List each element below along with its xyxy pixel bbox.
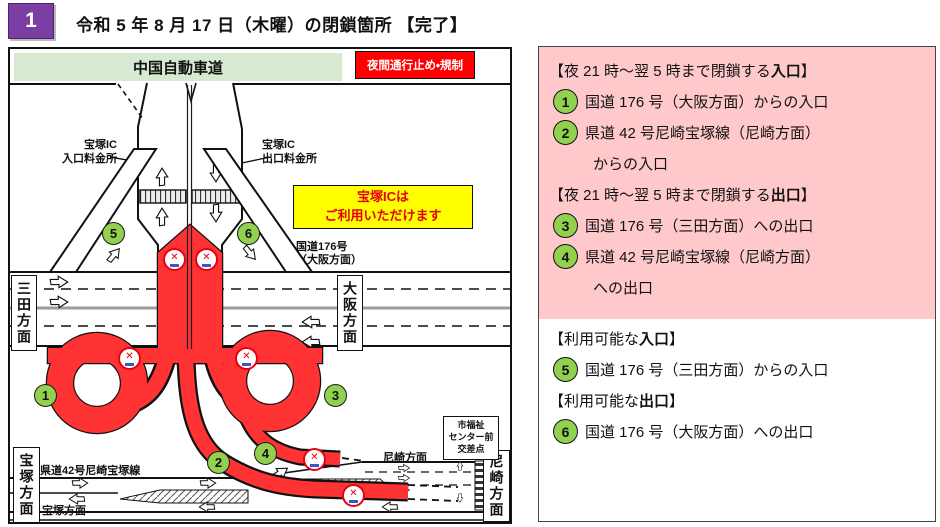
map-marker-5: 5 bbox=[102, 222, 125, 245]
legend-badge-1: 1 bbox=[553, 89, 578, 114]
page-number-badge: 1 bbox=[8, 3, 54, 39]
toll-exit-label: 宝塚IC 出口料金所 bbox=[262, 139, 354, 167]
night-closure-badge: 夜間通行止め・規制 bbox=[355, 51, 475, 79]
toll-exit-label-line2: 出口料金所 bbox=[262, 152, 317, 165]
intersection-box-line3: 交差点 bbox=[457, 443, 485, 454]
legend-badge-5: 5 bbox=[553, 357, 578, 382]
map-marker-6: 6 bbox=[237, 222, 260, 245]
legend-item-6-text: 国道 176 号（大阪方面）への出口 bbox=[585, 424, 814, 441]
direction-box-takarazuka: 宝塚方面 bbox=[13, 447, 40, 523]
legend-heading-available-exits: 【利用可能な出口】 bbox=[549, 385, 925, 416]
legend-heading-closed-entrances: 【夜 21 時～翌 5 時まで閉鎖する入口】 bbox=[549, 55, 925, 86]
kendo42-label: 県道42号尼崎宝塚線 bbox=[40, 465, 141, 477]
legend-item-1-text: 国道 176 号（大阪方面）からの入口 bbox=[585, 94, 829, 111]
intersection-box-line1: 市福祉 bbox=[457, 420, 485, 431]
route176-label-line1: 国道176号 bbox=[296, 241, 348, 253]
no-entry-x: ✕ bbox=[349, 488, 358, 499]
legend-item-4: 4 県道 42 号尼崎宝塚線（尼崎方面） bbox=[549, 241, 925, 272]
toll-entrance-label-line2: 入口料金所 bbox=[62, 152, 117, 165]
no-entry-icon: ✕ bbox=[163, 248, 186, 271]
takarazuka-direction-label: 宝塚方面 bbox=[42, 505, 86, 517]
toll-entrance-label: 宝塚IC 入口料金所 bbox=[25, 139, 117, 167]
ramp6-direction-arrow bbox=[240, 242, 260, 264]
heading-prefix: 【夜 21 時～翌 5 時まで閉鎖する bbox=[549, 187, 771, 204]
no-entry-icon: ✕ bbox=[118, 347, 141, 370]
map-marker-3: 3 bbox=[324, 384, 347, 407]
map-marker-1: 1 bbox=[34, 384, 57, 407]
heading-suffix: 】 bbox=[800, 187, 816, 204]
heading-suffix: 】 bbox=[669, 393, 685, 410]
no-entry-x: ✕ bbox=[125, 351, 134, 362]
no-entry-x: ✕ bbox=[170, 252, 179, 263]
expressway-banner: 中国自動車道 bbox=[14, 53, 342, 81]
legend-item-3-text: 国道 176 号（三田方面）への出口 bbox=[585, 218, 814, 235]
heading-bold: 入口 bbox=[639, 331, 670, 348]
no-entry-x: ✕ bbox=[242, 351, 251, 362]
median-hatch-left bbox=[119, 489, 249, 504]
legend-item-5: 5 国道 176 号（三田方面）からの入口 bbox=[549, 354, 925, 385]
closed-ramp-dashed-ends bbox=[341, 457, 459, 502]
amagasaki-direction-label: 尼崎方面 bbox=[383, 452, 427, 464]
toll-entrance-label-line1: 宝塚IC bbox=[84, 139, 117, 151]
intersection-box: 市福祉 センター前 交差点 bbox=[443, 416, 499, 460]
heading-suffix: 】 bbox=[669, 331, 685, 348]
legend-item-4-wrap: への出口 bbox=[593, 280, 654, 297]
toll-exit-label-line1: 宝塚IC bbox=[262, 139, 295, 151]
legend-item-5-text: 国道 176 号（三田方面）からの入口 bbox=[585, 362, 829, 379]
heading-prefix: 【利用可能な bbox=[549, 393, 640, 410]
interchange-map-panel: 中国自動車道 夜間通行止め・規制 宝塚IC 入口料金所 宝塚IC 出口料金所 宝… bbox=[8, 47, 512, 524]
no-entry-icon: ✕ bbox=[195, 248, 218, 271]
ic-available-notice: 宝塚ICは ご利用いただけます bbox=[293, 185, 473, 229]
heading-prefix: 【利用可能な bbox=[549, 331, 640, 348]
heading-suffix: 】 bbox=[800, 63, 816, 80]
ic-available-notice-line2: ご利用いただけます bbox=[324, 208, 442, 223]
no-entry-x: ✕ bbox=[202, 252, 211, 263]
ic-available-notice-line1: 宝塚ICは bbox=[356, 189, 409, 205]
heading-prefix: 【夜 21 時～翌 5 時まで閉鎖する bbox=[549, 63, 771, 80]
map-marker-2: 2 bbox=[207, 451, 230, 474]
intersection-box-line2: センター前 bbox=[448, 432, 494, 443]
direction-box-sanda: 三田方面 bbox=[11, 275, 37, 351]
route176-label-line2: （大阪方面） bbox=[296, 253, 362, 266]
no-entry-icon: ✕ bbox=[342, 484, 365, 507]
no-entry-icon: ✕ bbox=[303, 448, 326, 471]
no-entry-icon: ✕ bbox=[235, 347, 258, 370]
heading-bold: 出口 bbox=[639, 393, 670, 410]
legend-item-2-text: 県道 42 号尼崎宝塚線（尼崎方面） bbox=[585, 125, 821, 142]
legend-heading-closed-exits: 【夜 21 時～翌 5 時まで閉鎖する出口】 bbox=[549, 179, 925, 210]
legend-badge-3: 3 bbox=[553, 213, 578, 238]
map-marker-4: 4 bbox=[254, 442, 277, 465]
ramp5-direction-arrow bbox=[104, 244, 124, 266]
closed-sections-block: 【夜 21 時～翌 5 時まで閉鎖する入口】 1 国道 176 号（大阪方面）か… bbox=[539, 47, 935, 319]
legend-item-1: 1 国道 176 号（大阪方面）からの入口 bbox=[549, 86, 925, 117]
heading-bold: 出口 bbox=[770, 187, 801, 204]
closure-legend-panel: 【夜 21 時～翌 5 時まで閉鎖する入口】 1 国道 176 号（大阪方面）か… bbox=[538, 46, 936, 522]
route176-label: 国道176号 （大阪方面） bbox=[296, 241, 376, 266]
legend-heading-available-entrances: 【利用可能な入口】 bbox=[549, 323, 925, 354]
toll-gate-entrance bbox=[139, 189, 187, 204]
legend-badge-4: 4 bbox=[553, 244, 578, 269]
heading-bold: 入口 bbox=[770, 63, 801, 80]
available-sections-block: 【利用可能な入口】 5 国道 176 号（三田方面）からの入口 【利用可能な出口… bbox=[539, 319, 935, 447]
trunk-centerline bbox=[186, 85, 193, 349]
legend-badge-2: 2 bbox=[553, 120, 578, 145]
legend-item-4-text: 県道 42 号尼崎宝塚線（尼崎方面） bbox=[585, 249, 821, 266]
no-entry-x: ✕ bbox=[310, 452, 319, 463]
direction-box-amagasaki: 尼崎方面 bbox=[483, 450, 510, 522]
direction-box-osaka: 大阪方面 bbox=[337, 275, 363, 351]
legend-badge-6: 6 bbox=[553, 419, 578, 444]
legend-item-2-wrap: からの入口 bbox=[593, 156, 669, 173]
legend-item-2: 2 県道 42 号尼崎宝塚線（尼崎方面） bbox=[549, 117, 925, 148]
legend-item-6: 6 国道 176 号（大阪方面）への出口 bbox=[549, 416, 925, 447]
legend-item-3: 3 国道 176 号（三田方面）への出口 bbox=[549, 210, 925, 241]
interchange-map-drawing bbox=[10, 82, 510, 521]
page-title: 令和 5 年 8 月 17 日（木曜）の閉鎖箇所 【完了】 bbox=[76, 16, 468, 35]
